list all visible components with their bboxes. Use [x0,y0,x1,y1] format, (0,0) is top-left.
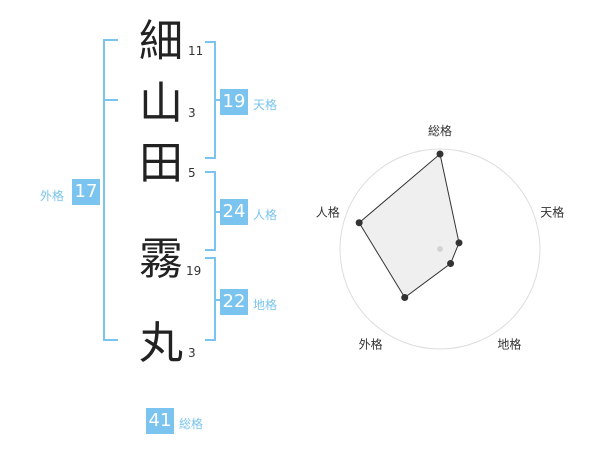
name-char-5: 丸 [139,318,183,369]
radar-area [358,153,460,299]
radar-point-1 [436,150,444,158]
soukaku-value: 41 [146,408,174,434]
chikaku-value: 22 [220,289,248,315]
name-char-2: 山 [139,78,183,129]
tenkaku-label: 天格 [253,98,278,112]
radar-point-5 [355,219,363,227]
radar-axis-label-1: 総格 [428,123,452,138]
radar-axis-label-2: 天格 [540,205,564,220]
radar-point-2 [455,239,463,247]
stroke-count-5: 3 [188,346,196,360]
name-char-3: 田 [139,138,183,189]
gaikaku-value: 17 [72,179,100,205]
jinkaku-value: 24 [220,199,248,225]
name-char-4: 霧 [139,234,183,285]
stroke-count-3: 5 [188,166,196,180]
soukaku-label: 総格 [179,417,204,431]
tenkaku-value: 19 [220,89,248,115]
stroke-count-2: 3 [188,106,196,120]
radar-point-3 [447,260,455,268]
gaikaku-label: 外格 [40,189,65,203]
stroke-count-4: 19 [186,264,202,278]
jinkaku-label: 人格 [253,208,278,222]
radar-center-dot [437,246,443,252]
chikaku-label: 地格 [253,298,278,312]
gaikaku-bracket [103,39,118,341]
stroke-count-1: 11 [188,44,204,58]
radar-point-4 [401,294,409,302]
radar-axis-label-5: 人格 [316,205,340,220]
radar-axis-label-4: 外格 [359,336,383,351]
name-char-1: 細 [139,16,183,67]
radar-axis-label-3: 地格 [497,336,521,351]
